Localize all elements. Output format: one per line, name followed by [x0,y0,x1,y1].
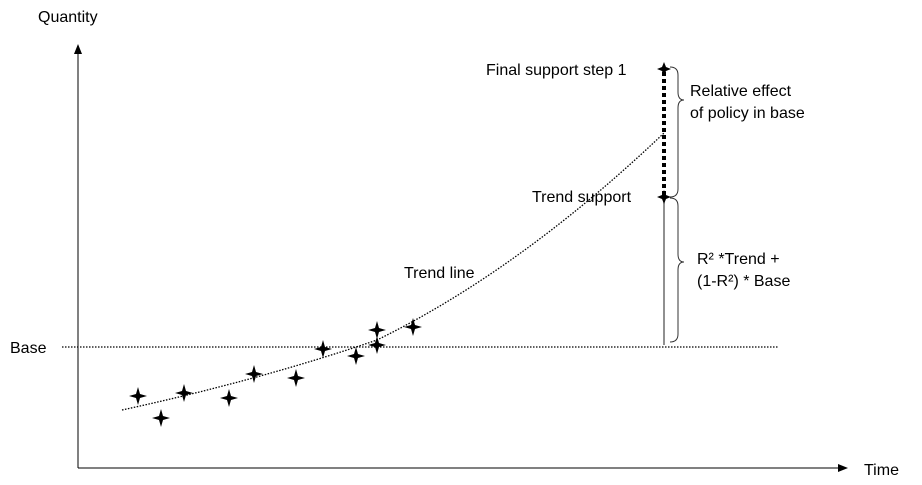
trend-line-label: Trend line [404,265,475,282]
data-point-star-icon [287,369,305,387]
data-point-star-icon [657,190,671,204]
final-support-label: Final support step 1 [486,62,627,79]
formula-label-2: (1-R²) * Base [697,273,791,290]
y-axis-arrow-icon [74,44,82,54]
data-point-star-icon [404,318,422,336]
data-point-star-icon [152,409,170,427]
data-point-star-icon [368,321,386,339]
relative-effect-label-1: Relative effect [690,83,792,100]
data-point-star-icon [129,387,147,405]
formula-label-1: R² *Trend + [697,251,780,268]
base-label: Base [10,340,47,357]
data-point-star-icon [245,365,263,383]
relative-effect-label-2: of policy in base [690,105,805,122]
data-point-star-icon [368,336,386,354]
data-point-star-icon [314,340,332,358]
trend-support-label: Trend support [532,189,632,206]
data-point-star-icon [175,384,193,402]
data-point-star-icon [347,347,365,365]
x-axis-arrow-icon [838,464,848,472]
data-point-star-icon [657,62,671,76]
trend-line [121,132,665,411]
y-axis-label: Quantity [38,9,98,26]
x-axis-label: Time [864,462,899,479]
data-point-star-icon [220,389,238,407]
relative-effect-brace [669,66,685,198]
formula-brace [669,197,685,343]
